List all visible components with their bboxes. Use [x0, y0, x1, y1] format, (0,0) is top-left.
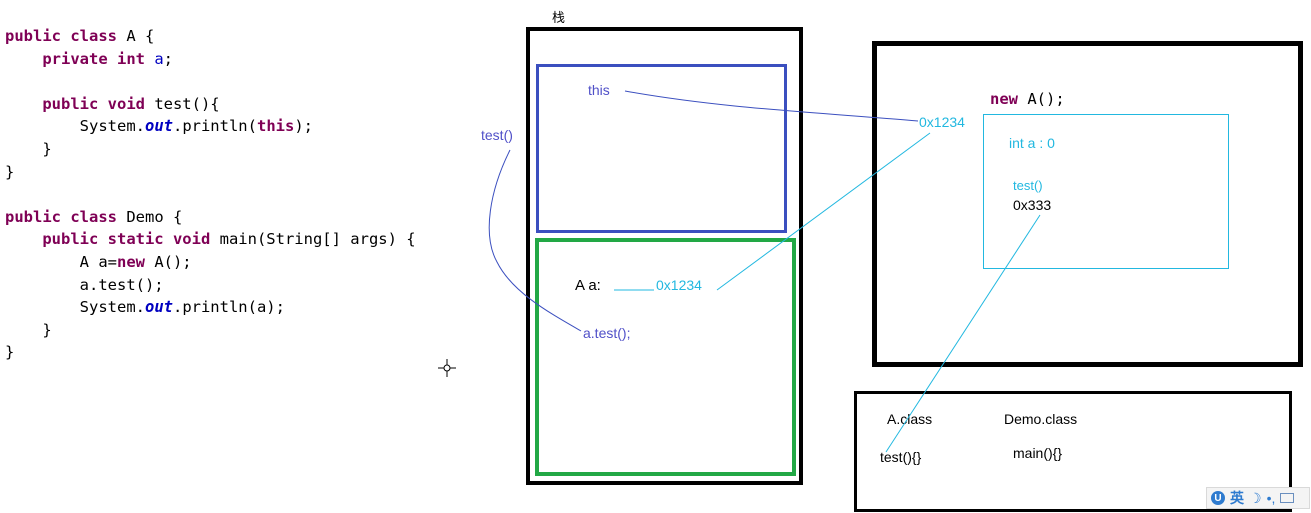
code-token: public void — [42, 94, 155, 113]
keyboard-icon[interactable] — [1280, 493, 1295, 503]
code-token: .println(a); — [172, 298, 285, 317]
code-token: } — [5, 162, 15, 181]
code-line: public class A { — [5, 25, 416, 48]
this-label: this — [588, 82, 610, 98]
code-line: private int a; — [5, 48, 416, 71]
code-line: A a=new A(); — [5, 251, 416, 274]
ime-toolbar[interactable]: U 英 ☽ •, — [1206, 487, 1310, 509]
code-token: public static void — [42, 230, 220, 249]
method-area-box — [854, 391, 1292, 512]
code-token: ; — [163, 49, 173, 68]
crosshair-cursor-icon — [438, 359, 456, 377]
object-method-label: test() — [1013, 178, 1043, 193]
code-line: public void test(){ — [5, 93, 416, 116]
punctuation-icon[interactable]: •, — [1266, 490, 1276, 506]
demo-class-label: Demo.class — [1004, 411, 1078, 427]
code-token: } — [5, 320, 52, 339]
code-token: A(); — [154, 252, 192, 271]
code-token: } — [5, 139, 52, 158]
new-expression-rest: A(); — [1027, 90, 1065, 108]
ime-mode-label[interactable]: 英 — [1230, 490, 1244, 506]
method-addr-to-class-line — [885, 214, 1041, 453]
new-expression: new A(); — [990, 90, 1065, 108]
code-token: A { — [126, 27, 155, 45]
code-token: main(String[] args) { — [219, 230, 416, 249]
code-token: new — [116, 252, 155, 271]
code-token: Demo { — [126, 207, 183, 226]
field-a-label: int a : 0 — [1009, 135, 1055, 151]
code-token: ); — [294, 117, 313, 136]
main-stack-frame — [535, 238, 796, 476]
test-stack-frame — [536, 64, 787, 233]
code-token: out — [144, 117, 173, 136]
code-token: out — [144, 298, 173, 317]
code-line: a.test(); — [5, 274, 416, 297]
code-line: } — [5, 341, 416, 364]
test-frame-label: test() — [481, 127, 513, 143]
code-token: private int — [42, 49, 155, 68]
source-code: public class A { private int a; public v… — [5, 25, 416, 364]
code-line: System.out.println(this); — [5, 115, 416, 138]
code-line: public class Demo { — [5, 206, 416, 229]
local-var-a-ref: 0x1234 — [656, 277, 702, 293]
code-token: A a= — [5, 252, 117, 271]
code-line: } — [5, 319, 416, 342]
code-token: a — [154, 49, 164, 68]
stack-title: 栈 — [552, 10, 566, 25]
a-class-label: A.class — [887, 411, 933, 427]
new-keyword: new — [990, 90, 1028, 108]
code-token: System. — [5, 298, 145, 317]
a-test-method-label: test(){} — [880, 449, 922, 465]
local-var-a-label: A a: — [575, 277, 601, 294]
code-token: System. — [5, 117, 145, 136]
method-call-label: a.test(); — [583, 325, 631, 341]
code-line: } — [5, 161, 416, 184]
heap-object-box — [983, 114, 1229, 269]
demo-main-method-label: main(){} — [1013, 445, 1063, 461]
code-token: .println( — [172, 117, 257, 136]
code-line: System.out.println(a); — [5, 296, 416, 319]
ref-to-heap-line — [716, 132, 931, 291]
heap-box — [872, 41, 1303, 367]
test-call-line — [488, 149, 582, 332]
this-to-heap-line — [624, 90, 919, 122]
code-token: public class — [5, 27, 127, 45]
moon-icon[interactable]: ☽ — [1249, 489, 1262, 506]
ime-logo-icon[interactable]: U — [1211, 491, 1225, 505]
code-line: public static void main(String[] args) { — [5, 228, 416, 251]
code-token: a.test(); — [5, 275, 164, 294]
code-token: public class — [5, 207, 127, 226]
code-token: } — [5, 343, 15, 362]
stack-box — [526, 27, 803, 485]
heap-ref-label: 0x1234 — [919, 114, 965, 130]
code-line: } — [5, 138, 416, 161]
code-token: this — [256, 117, 295, 136]
object-method-addr: 0x333 — [1013, 197, 1052, 213]
code-token: test(){ — [154, 94, 220, 113]
